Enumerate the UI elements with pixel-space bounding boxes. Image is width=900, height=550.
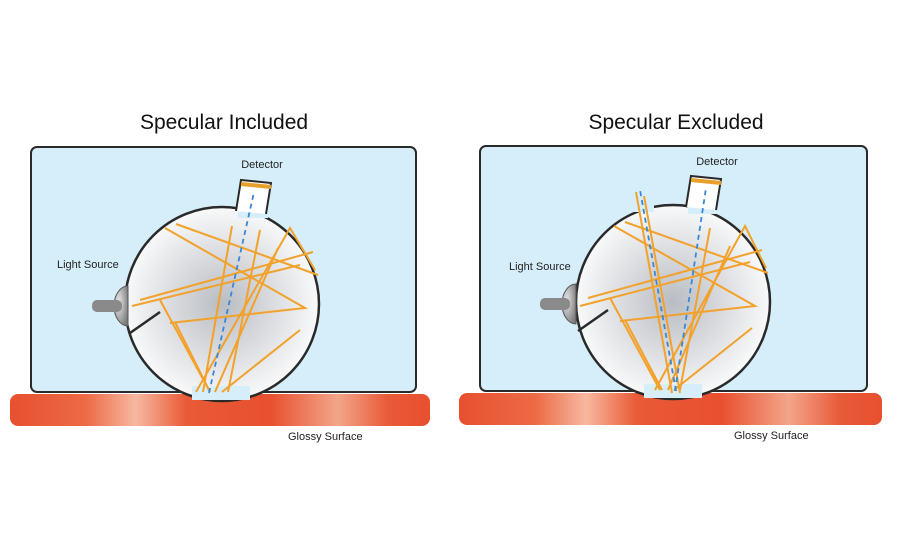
light-source-icon xyxy=(92,285,129,327)
sample-port xyxy=(644,384,702,398)
specular-baffle xyxy=(577,308,609,333)
detector-view-path xyxy=(674,187,707,392)
detector-icon xyxy=(685,174,723,211)
panel-specular-included: Detector Light Source Glossy Surface xyxy=(10,146,430,443)
detector-label: Detector xyxy=(696,156,738,168)
glossy-surface-label: Glossy Surface xyxy=(734,430,809,442)
reflected-light-rays xyxy=(579,191,769,394)
glossy-surface xyxy=(459,393,882,425)
panel-title-specular-included: Specular Included xyxy=(139,111,309,134)
detector-label: Detector xyxy=(241,159,283,171)
panel-title-specular-excluded: Specular Excluded xyxy=(588,111,764,134)
detector-view-path xyxy=(208,191,255,394)
integrating-sphere xyxy=(123,205,321,403)
specular-path xyxy=(639,189,677,392)
specular-baffle xyxy=(129,310,161,335)
light-source-label: Light Source xyxy=(57,259,119,271)
panel-specular-excluded: Detector Light Source Glossy Surface xyxy=(459,145,882,442)
sample-port xyxy=(192,386,250,400)
light-source-label: Light Source xyxy=(509,261,571,273)
glossy-surface-label: Glossy Surface xyxy=(288,431,363,443)
reflected-light-rays xyxy=(131,223,319,393)
light-source-icon xyxy=(540,283,577,325)
glossy-surface xyxy=(10,394,430,426)
